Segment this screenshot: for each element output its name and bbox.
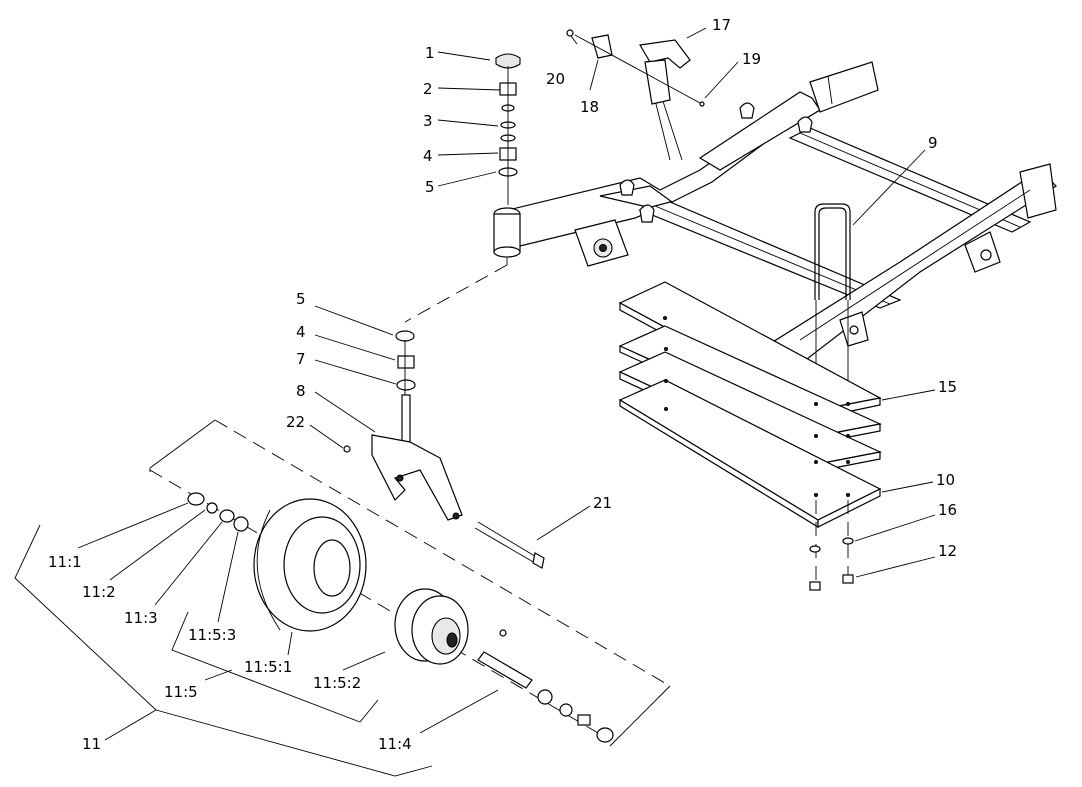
top-bracket-assembly: [566, 29, 705, 107]
weight-plates: [618, 281, 882, 529]
axle-and-bearings: [187, 492, 614, 743]
callout-12: 12: [938, 542, 957, 560]
tire: [253, 498, 367, 632]
callout-7: 7: [296, 350, 306, 368]
callout-16: 16: [938, 501, 957, 519]
callout-11-4: 11:4: [378, 735, 412, 753]
callout-8: 8: [296, 382, 306, 400]
callout-1: 1: [425, 44, 435, 62]
callout-18: 18: [580, 98, 599, 116]
callout-21: 21: [593, 494, 612, 512]
leader-lines: [14, 27, 936, 777]
spindle-stack-bottom: [395, 258, 508, 395]
callout-22: 22: [286, 413, 305, 431]
callout-11-5: 11:5: [164, 683, 198, 701]
callout-11-5-2: 11:5:2: [313, 674, 361, 692]
wheel-rim: [394, 588, 507, 665]
washers-and-nuts: [809, 500, 854, 591]
callout-19: 19: [742, 50, 761, 68]
callout-5b: 5: [296, 290, 306, 308]
callout-11-5-1: 11:5:1: [244, 658, 292, 676]
callout-9: 9: [928, 134, 938, 152]
callout-11: 11: [82, 735, 101, 753]
main-frame: [493, 61, 1057, 403]
callout-3: 3: [423, 112, 433, 130]
axle-bolt: [474, 521, 545, 569]
callout-15: 15: [938, 378, 957, 396]
callout-11-1: 11:1: [48, 553, 82, 571]
callout-4a: 4: [423, 147, 433, 165]
callout-5a: 5: [425, 178, 435, 196]
callout-20: 20: [546, 70, 565, 88]
spindle-stack-top: [495, 53, 521, 205]
callout-2: 2: [423, 80, 433, 98]
callout-11-2: 11:2: [82, 583, 116, 601]
callout-11-3: 11:3: [124, 609, 158, 627]
callout-4b: 4: [296, 323, 306, 341]
callout-10: 10: [936, 471, 955, 489]
callout-11-5-3: 11:5:3: [188, 626, 236, 644]
callout-labels: 1 2 3 4 5 5 4 7 8 22 9 15 10 16 12 17 18…: [48, 16, 957, 753]
callout-17: 17: [712, 16, 731, 34]
caster-fork: [343, 394, 463, 521]
